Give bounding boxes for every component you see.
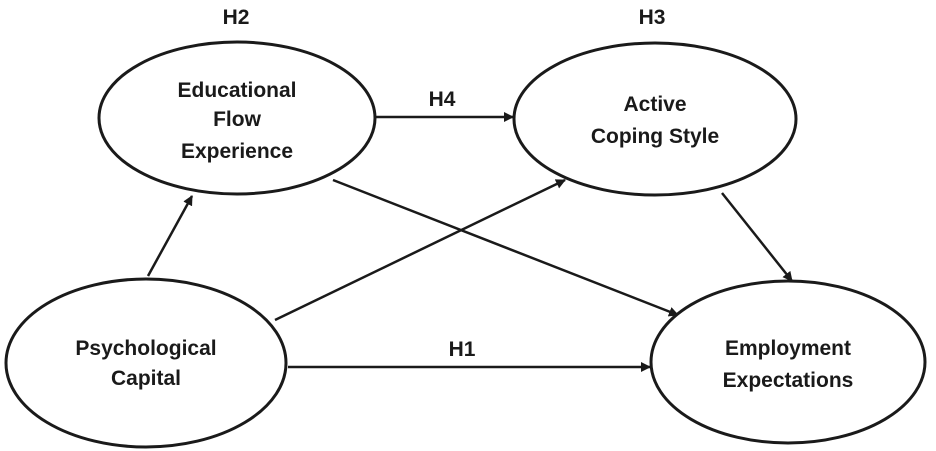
node-active-coping-line-1: Active — [623, 93, 686, 116]
hypothesis-label-h4: H4 — [429, 88, 456, 111]
hypothesis-label-h1: H1 — [449, 338, 476, 361]
edge-coping-to-employment — [721, 192, 793, 282]
node-active-coping-style: Active Coping Style — [512, 41, 798, 197]
edge-flow-to-employment — [332, 178, 679, 317]
edge-psycap-to-flow — [146, 195, 194, 277]
node-employment-expectations-line-1: Employment — [725, 337, 851, 360]
node-psychological-capital: Psychological Capital — [4, 277, 288, 449]
node-psychological-capital-line-1: Psychological — [75, 337, 216, 360]
node-educational-flow-line-1: Educational — [177, 79, 296, 102]
node-active-coping-line-2: Coping Style — [591, 125, 719, 148]
hypothesis-label-h2: H2 — [223, 6, 250, 29]
edge-psycap-to-coping — [274, 178, 566, 322]
node-employment-expectations-line-2: Expectations — [723, 369, 854, 392]
node-educational-flow-line-2: Flow — [213, 108, 261, 131]
node-educational-flow-line-3: Experience — [181, 140, 293, 163]
node-educational-flow-experience: Educational Flow Experience — [97, 40, 377, 196]
node-employment-expectations: Employment Expectations — [649, 279, 927, 445]
hypothesis-label-h3: H3 — [639, 6, 666, 29]
node-psychological-capital-line-2: Capital — [111, 367, 181, 390]
